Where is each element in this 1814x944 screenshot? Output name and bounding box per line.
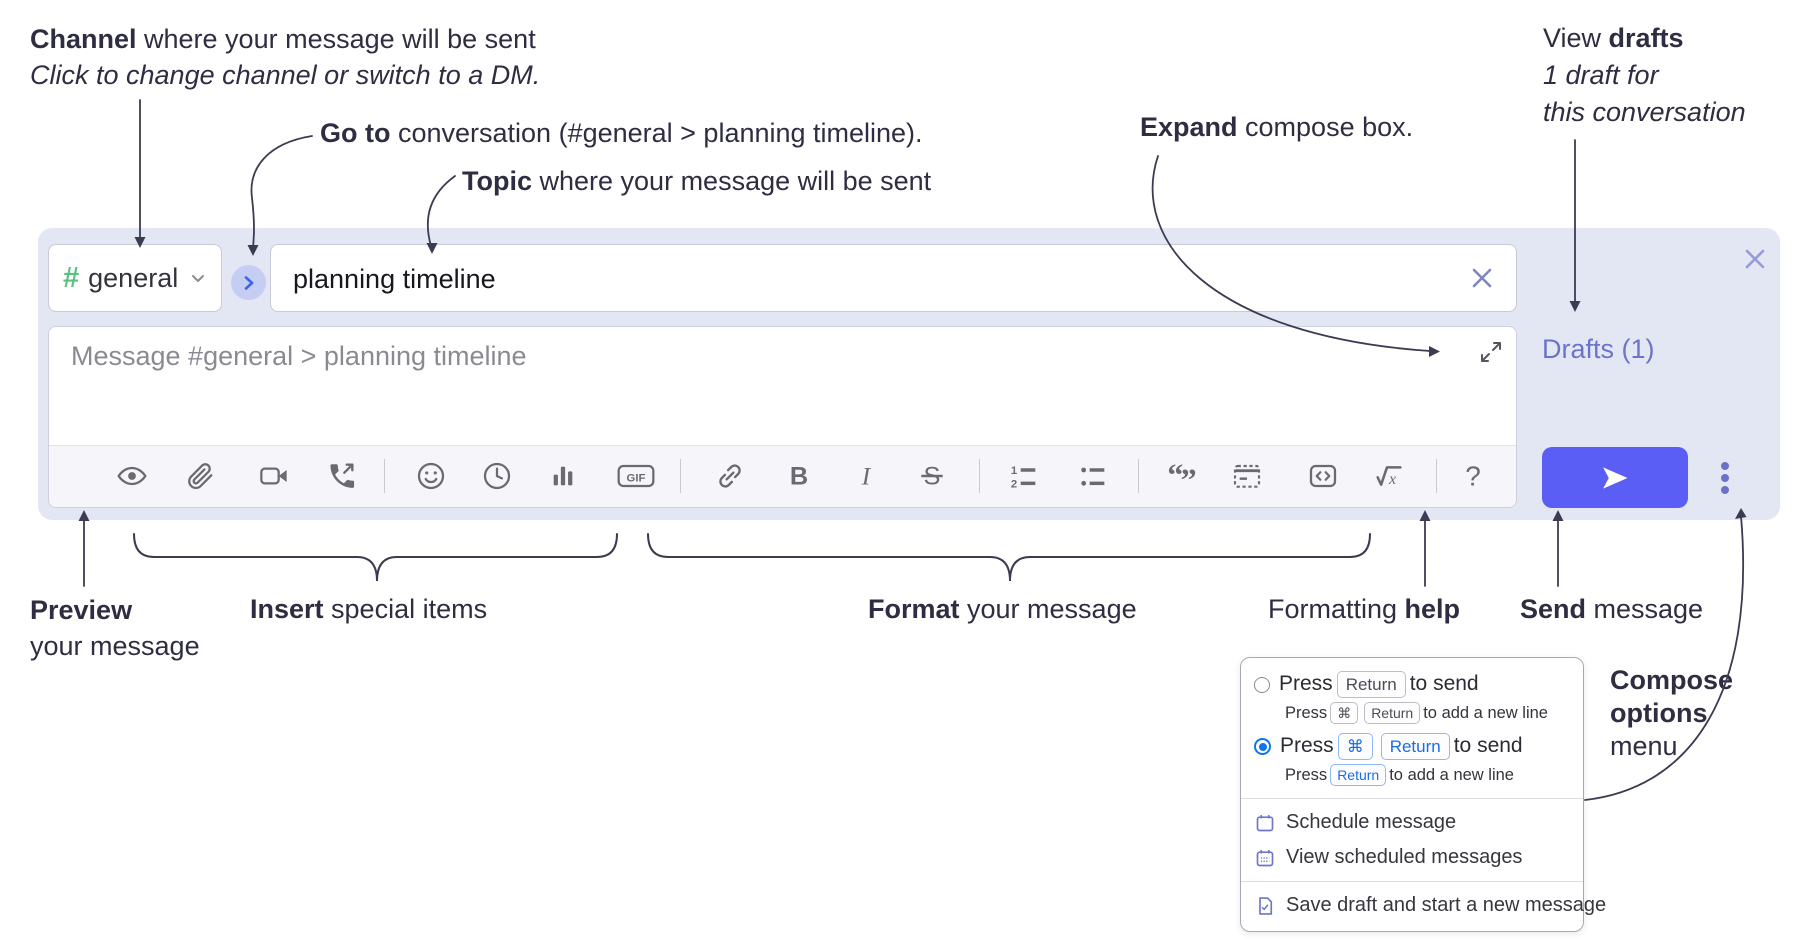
return-key: Return [1364,702,1421,724]
annotation-compose-options: Compose options menu [1610,665,1734,761]
global-time-icon[interactable] [481,460,513,492]
code-icon[interactable] [1307,460,1339,492]
menu-item-view-scheduled[interactable]: View scheduled messages [1241,840,1583,875]
draft-check-icon [1259,896,1273,915]
toolbar-divider [680,459,681,493]
radio-selected-icon[interactable] [1254,738,1271,755]
chevron-down-icon [189,269,207,287]
dot-icon [1721,486,1729,494]
radio-unselected-icon[interactable] [1254,676,1270,693]
send-button[interactable] [1542,447,1688,508]
toolbar-divider [1138,459,1139,493]
voice-call-icon[interactable] [325,460,357,492]
toolbar-divider [1436,459,1437,493]
goto-conversation-button[interactable] [231,265,266,300]
quote-icon[interactable]: “” [1166,460,1198,492]
annotation-formatting-help: Formatting help [1268,594,1461,624]
poll-icon[interactable] [547,460,579,492]
menu-item-schedule-message[interactable]: Schedule message [1241,805,1583,840]
chevron-right-icon [244,275,253,290]
send-plane-icon [1603,466,1628,489]
svg-text:?: ? [1465,460,1481,491]
svg-text:x: x [1388,471,1396,488]
return-key: Return [1380,733,1450,760]
annotation-expand: Expand compose box. [1140,112,1414,142]
annotation-view-drafts: View drafts 1 draft for this conversatio… [1543,23,1746,127]
italic-icon[interactable]: I [850,460,882,492]
attach-file-icon[interactable] [184,460,216,492]
return-key: Return [1330,764,1387,786]
drafts-link[interactable]: Drafts (1) [1542,334,1655,364]
spoiler-icon[interactable] [1231,460,1263,492]
preview-eye-icon[interactable] [116,460,148,492]
cmd-key: ⌘ [1330,702,1359,724]
calendar-icon [1256,814,1274,831]
gif-icon[interactable]: GIF [615,460,657,492]
close-compose-icon[interactable] [1740,244,1770,274]
cmd-key: ⌘ [1337,733,1373,760]
channel-hash-icon: # [63,261,80,294]
strikethrough-icon[interactable]: S [916,460,948,492]
toolbar-divider [979,459,980,493]
expand-compose-icon[interactable] [1478,339,1504,365]
topic-input-box [270,244,1517,313]
video-call-icon[interactable] [258,460,290,492]
formatting-help-icon[interactable]: ? [1457,460,1489,492]
annotation-channel-sub: Click to change channel or switch to a D… [30,60,541,90]
annotation-send: Send message [1520,594,1704,624]
menu-divider [1241,798,1583,799]
toolbar-divider [384,459,385,493]
svg-text:”: ” [1181,462,1197,492]
svg-text:GIF: GIF [627,472,646,484]
bulleted-list-icon[interactable] [1077,460,1109,492]
channel-name: general [88,262,179,293]
calendar-list-icon [1256,849,1274,866]
svg-text:1: 1 [1011,465,1017,477]
compose-options-menu-button[interactable] [1712,458,1738,498]
svg-text:I: I [861,463,872,491]
annotation-insert: Insert special items [250,594,488,624]
svg-text:2: 2 [1011,478,1017,490]
emoji-icon[interactable] [415,460,447,492]
math-icon[interactable]: x [1373,460,1405,492]
link-icon[interactable] [714,460,746,492]
dot-icon [1721,462,1729,470]
svg-text:B: B [790,463,808,491]
message-input[interactable] [69,339,1453,443]
dot-icon [1721,474,1729,482]
annotation-channel: Channel where your message will be sent [30,24,536,54]
topic-input[interactable] [291,245,1455,313]
annotation-format: Format your message [868,594,1137,624]
annotation-goto: Go to conversation (#general > planning … [320,118,923,148]
menu-divider [1241,881,1583,882]
bold-icon[interactable]: B [783,460,815,492]
message-compose-area: GIF B I S 12 [48,326,1517,508]
topic-clear-icon[interactable] [1466,262,1498,294]
menu-item-save-draft[interactable]: Save draft and start a new message [1241,888,1606,923]
return-key: Return [1336,671,1406,698]
svg-text:“: “ [1167,460,1183,492]
annotation-topic: Topic where your message will be sent [462,166,932,196]
channel-selector[interactable]: # general [48,244,222,312]
